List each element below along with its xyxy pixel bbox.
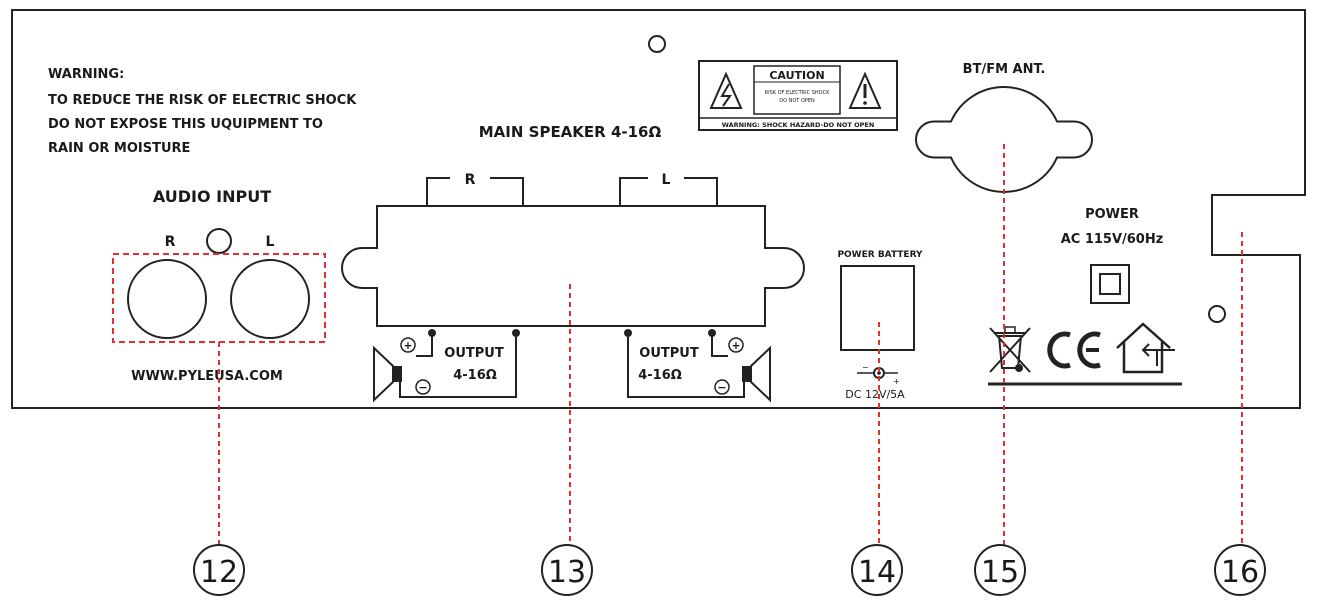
warning-line: DO NOT EXPOSE THIS UQUIPMENT TO	[48, 117, 323, 132]
antenna-connector[interactable]	[915, 86, 1093, 193]
website-text: WWW.PYLEUSA.COM	[131, 369, 283, 384]
indoor-use-icon	[1116, 322, 1175, 374]
ce-mark-icon	[1047, 331, 1101, 369]
svg-text:+: +	[893, 377, 900, 386]
speaker-icon	[742, 345, 771, 403]
callout-number: 13	[548, 555, 586, 590]
callout-numbers: 12 13 14 15 16	[193, 544, 1266, 596]
double-insulation-icon	[1090, 264, 1130, 304]
output-label: OUTPUT	[444, 346, 504, 361]
right-output-diagram: + − OUTPUT 4-16Ω	[373, 329, 520, 403]
callout-16: 16	[1214, 544, 1266, 596]
output-impedance: 4-16Ω	[453, 368, 497, 383]
speaker-icon	[373, 345, 402, 403]
svg-text:−: −	[418, 381, 427, 394]
plus-icon	[400, 337, 416, 353]
warning-line: TO REDUCE THE RISK OF ELECTRIC SHOCK	[48, 93, 357, 108]
weee-bin-icon	[989, 326, 1031, 373]
warning-line: RAIN OR MOISTURE	[48, 141, 190, 156]
caution-label: CAUTION RISK OF ELECTRIC SHOCK DO NOT OP…	[698, 60, 898, 131]
antenna-title: BT/FM ANT.	[963, 62, 1046, 77]
left-output-diagram: + − OUTPUT 4-16Ω	[624, 329, 771, 403]
dc-rating: DC 12V/5A	[845, 388, 905, 401]
antenna-section: BT/FM ANT.	[915, 62, 1093, 193]
battery-port[interactable]	[840, 265, 915, 351]
power-rating: AC 115V/60Hz	[1061, 232, 1164, 247]
left-bracket	[619, 177, 718, 206]
speaker-terminal-block[interactable]	[341, 205, 805, 327]
callout-12: 12	[193, 544, 245, 596]
dc-polarity-icon: − +	[857, 363, 900, 386]
caution-small-text: DO NOT OPEN	[779, 98, 815, 104]
svg-text:−: −	[717, 381, 726, 394]
callout-number: 14	[858, 555, 896, 590]
minus-icon	[714, 379, 730, 395]
warning-title: WARNING:	[48, 67, 124, 82]
audio-input-section: AUDIO INPUT R L WWW.PYLEUSA.COM	[112, 187, 326, 384]
warning-text: WARNING: TO REDUCE THE RISK OF ELECTRIC …	[48, 67, 357, 156]
minus-icon	[415, 379, 431, 395]
audio-input-hole	[206, 228, 232, 254]
power-section: POWER AC 115V/60Hz	[988, 207, 1182, 386]
caution-bottom-text: WARNING: SHOCK HAZARD-DO NOT OPEN	[722, 121, 875, 129]
panel-outline	[11, 9, 1306, 409]
audio-input-right-label: R	[165, 234, 176, 250]
svg-text:+: +	[731, 339, 740, 352]
output-label: OUTPUT	[639, 346, 699, 361]
power-battery-title: POWER BATTERY	[837, 250, 923, 260]
power-title: POWER	[1085, 207, 1139, 222]
svg-text:−: −	[862, 363, 869, 372]
plus-icon	[728, 337, 744, 353]
caution-small-text: RISK OF ELECTRIC SHOCK	[765, 90, 830, 96]
callout-15: 15	[974, 544, 1026, 596]
main-speaker-title: MAIN SPEAKER 4-16Ω	[479, 123, 662, 141]
audio-input-title: AUDIO INPUT	[153, 187, 271, 206]
audio-input-left-label: L	[266, 234, 275, 250]
caution-title: CAUTION	[769, 69, 824, 82]
output-impedance: 4-16Ω	[638, 368, 682, 383]
callout-14: 14	[851, 544, 903, 596]
svg-text:+: +	[403, 339, 412, 352]
lightning-triangle-icon	[709, 71, 743, 109]
right-bracket	[426, 177, 524, 206]
callout-number: 16	[1221, 555, 1259, 590]
rca-jack-left[interactable]	[230, 259, 310, 339]
callout-number: 12	[200, 555, 238, 590]
callout-13: 13	[541, 544, 593, 596]
callout-lines	[218, 144, 1243, 545]
mounting-hole	[1208, 305, 1226, 323]
exclamation-triangle-icon	[848, 71, 882, 109]
speaker-left-label: L	[662, 172, 671, 188]
mounting-hole	[648, 35, 666, 53]
power-battery-section: POWER BATTERY − + DC 12V/5A	[837, 250, 923, 401]
speaker-right-label: R	[465, 172, 476, 188]
main-speaker-section: MAIN SPEAKER 4-16Ω R L + − OUTPUT 4-16Ω	[341, 123, 805, 403]
callout-number: 15	[981, 555, 1019, 590]
rca-jack-right[interactable]	[127, 259, 207, 339]
